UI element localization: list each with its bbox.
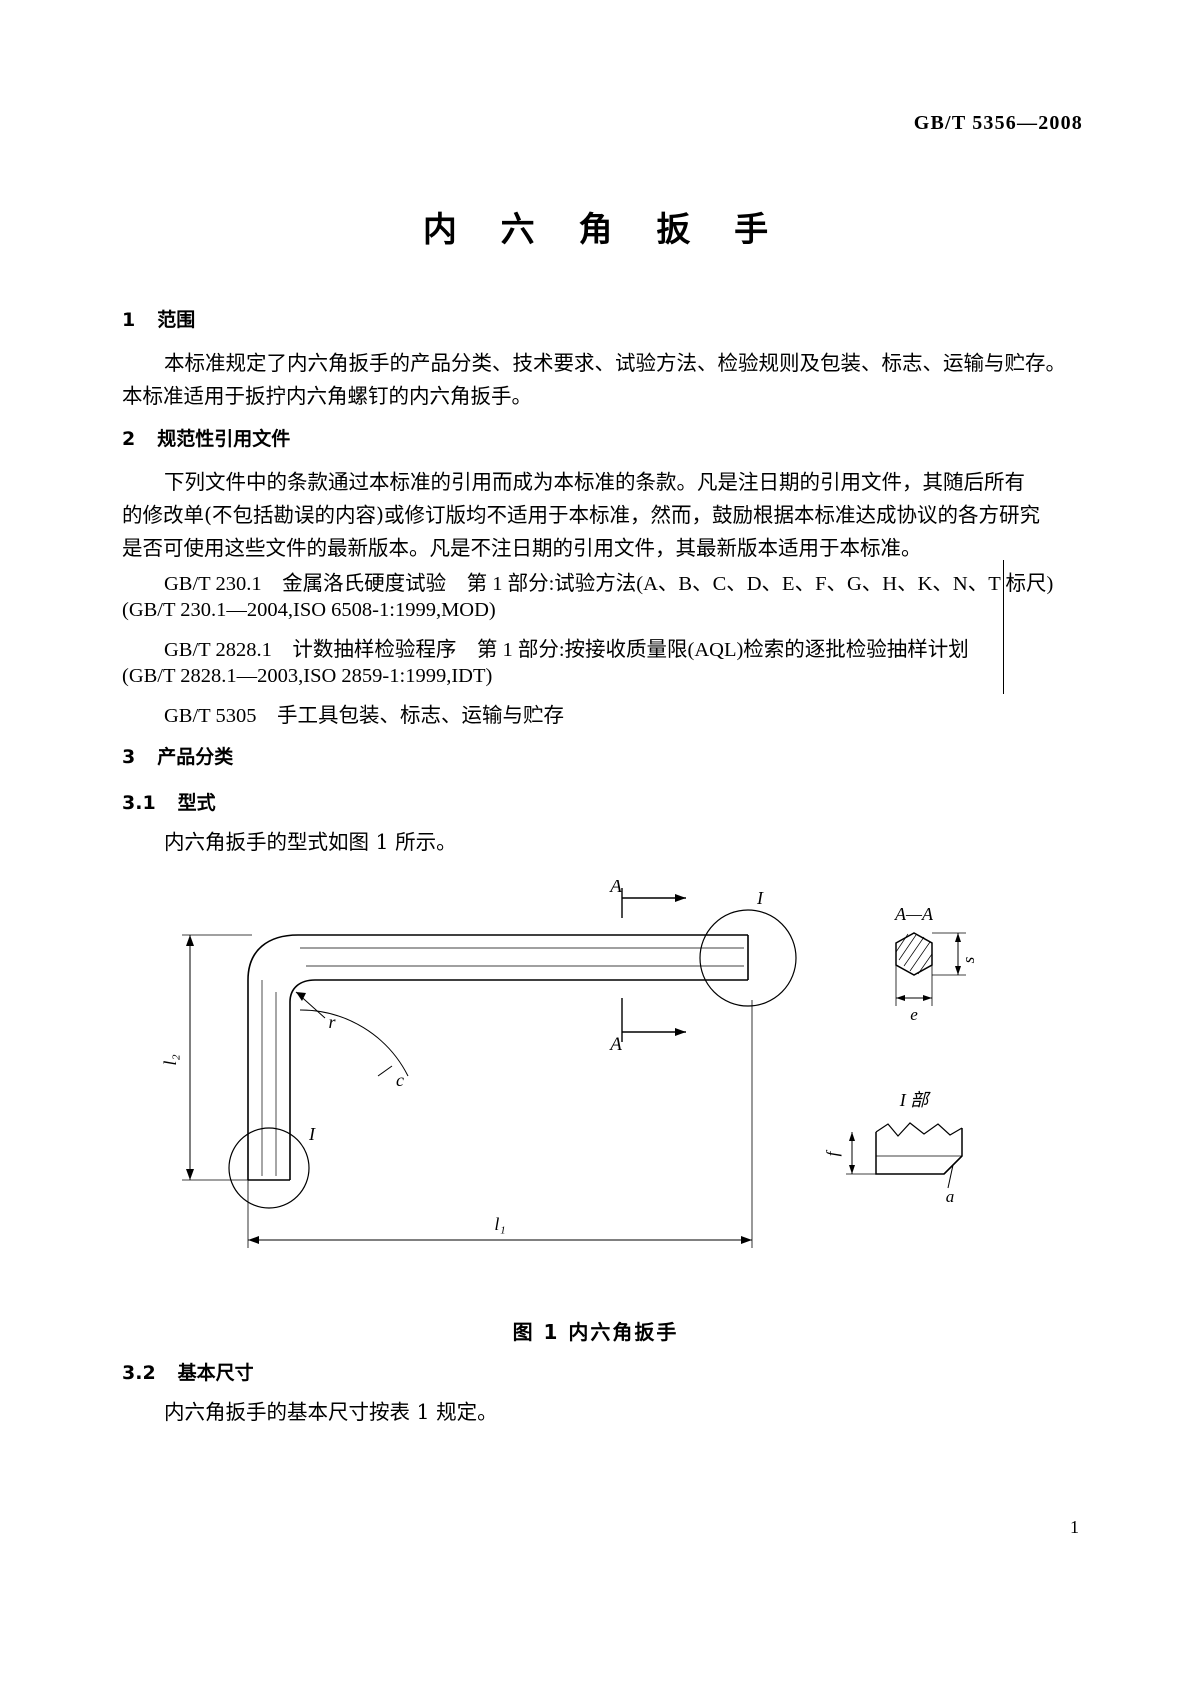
section-1-number: 1 <box>122 309 136 331</box>
section-3-1-paragraph: 内六角扳手的型式如图 1 所示。 <box>164 830 457 854</box>
reference-gbt-2828-1-line-2: (GB/T 2828.1—2003,ISO 2859-1:1999,IDT) <box>122 665 493 687</box>
section-1-paragraph-line-2: 本标准适用于扳拧内六角螺钉的内六角扳手。 <box>122 384 532 408</box>
figure-label-detail-a: a <box>946 1187 955 1206</box>
section-2-paragraph-line-2: 的修改单(不包括勘误的内容)或修订版均不适用于本标准，然而，鼓励根据本标准达成协… <box>122 503 1040 527</box>
figure-label-chamfer: c <box>396 1070 404 1090</box>
section-1-title: 范围 <box>157 309 196 331</box>
figure-label-detail-view-title: I 部 <box>899 1090 931 1110</box>
reference-gbt-2828-1-line-1: GB/T 2828.1 计数抽样检验程序 第 1 部分:按接收质量限(AQL)检… <box>164 639 969 661</box>
figure-label-across-corners: e <box>910 1005 918 1024</box>
figure-label-radius: r <box>328 1012 336 1032</box>
reference-gbt-230-1-line-2: (GB/T 230.1—2004,ISO 6508-1:1999,MOD) <box>122 599 496 621</box>
section-3-number: 3 <box>122 746 136 768</box>
section-3-1-title: 型式 <box>177 792 216 814</box>
page-number: 1 <box>1070 1517 1079 1537</box>
section-heading-3: 3 产品分类 <box>122 742 233 769</box>
page-title: 内 六 角 扳 手 <box>422 210 785 250</box>
figure-label-section-view-title: A—A <box>894 904 934 924</box>
section-2-paragraph-line-1: 下列文件中的条款通过本标准的引用而成为本标准的条款。凡是注日期的引用文件，其随后… <box>164 470 1025 494</box>
section-3-2-title: 基本尺寸 <box>177 1362 254 1384</box>
reference-gbt-5305: GB/T 5305 手工具包装、标志、运输与贮存 <box>164 705 564 727</box>
change-bar-upper <box>1003 560 1004 628</box>
section-heading-3-2: 3.2 基本尺寸 <box>122 1358 254 1385</box>
figure-label-length-l2: l₂ <box>160 1054 180 1065</box>
figure-label-detail-i-top: I <box>756 888 764 908</box>
figure-1-drawing: A A I I r c l₂ l₁ A—A s e I 部 f a <box>0 876 1191 1280</box>
section-heading-1: 1 范围 <box>122 305 195 332</box>
section-heading-2: 2 规范性引用文件 <box>122 424 290 451</box>
figure-label-detail-i-bottom: I <box>308 1124 316 1144</box>
section-3-2-number: 3.2 <box>122 1362 156 1384</box>
document-header-standard-number: GB/T 5356—2008 <box>913 112 1083 134</box>
figure-label-section-a-top: A <box>608 880 622 897</box>
section-2-title: 规范性引用文件 <box>157 428 291 450</box>
reference-gbt-230-1-line-1: GB/T 230.1 金属洛氏硬度试验 第 1 部分:试验方法(A、B、C、D、… <box>164 573 1054 595</box>
figure-label-across-flats: s <box>959 956 978 963</box>
section-heading-3-1: 3.1 型式 <box>122 788 216 815</box>
section-3-1-number: 3.1 <box>122 792 156 814</box>
figure-label-length-l1: l₁ <box>494 1214 505 1234</box>
figure-1-caption: 图 1 内六角扳手 <box>512 1320 679 1344</box>
section-3-2-paragraph: 内六角扳手的基本尺寸按表 1 规定。 <box>164 1400 498 1424</box>
figure-label-section-a-bottom: A <box>608 1034 622 1055</box>
figure-label-detail-f: f <box>823 1149 842 1156</box>
section-2-number: 2 <box>122 428 136 450</box>
section-2-paragraph-line-3: 是否可使用这些文件的最新版本。凡是不注日期的引用文件，其最新版本适用于本标准。 <box>122 536 922 560</box>
section-1-paragraph-line-1: 本标准规定了内六角扳手的产品分类、技术要求、试验方法、检验规则及包装、标志、运输… <box>164 351 1066 375</box>
change-bar-lower <box>1003 626 1004 694</box>
section-3-title: 产品分类 <box>157 746 234 768</box>
figure-1-svg: A A I I r c l₂ l₁ A—A s e I 部 f a <box>160 876 978 1248</box>
